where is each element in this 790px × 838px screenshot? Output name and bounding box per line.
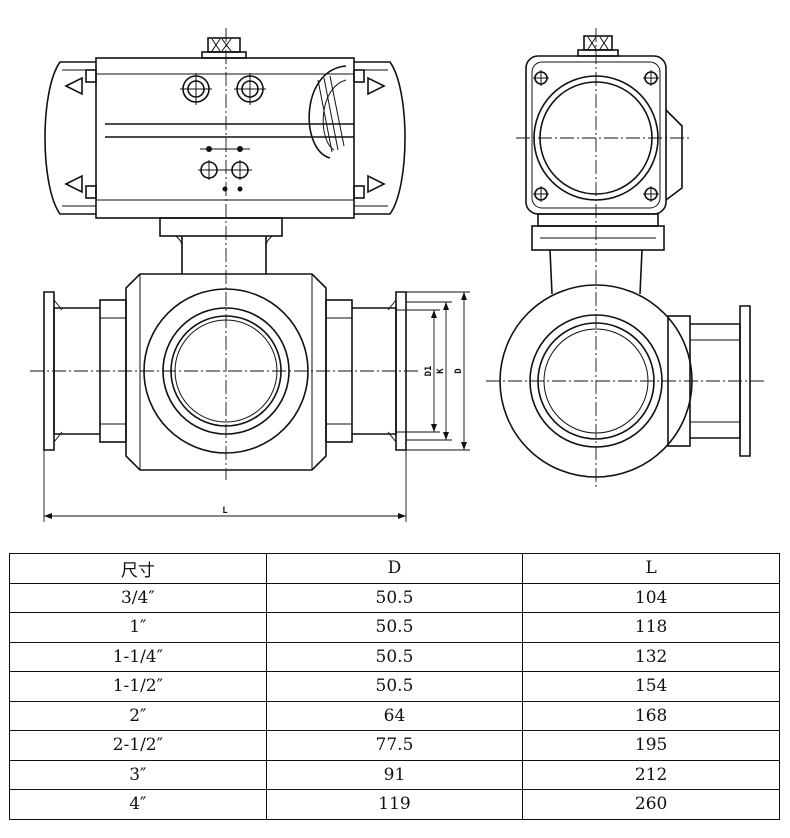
cell-d: 50.5 (265, 612, 524, 643)
cell-d: 50.5 (265, 582, 524, 613)
table-row: 2″ 64 168 (9, 700, 780, 731)
cell-size: 2″ (9, 700, 267, 731)
front-bracket-neck (159, 217, 283, 274)
front-end-cap-right (353, 61, 406, 215)
cell-size: 1-1/4″ (9, 641, 267, 672)
front-centerlines (30, 28, 420, 480)
cell-d: 50.5 (265, 641, 524, 672)
side-actuator-body (516, 55, 690, 215)
table-row: 1-1/4″ 50.5 132 (9, 641, 780, 672)
side-bracket (531, 213, 665, 295)
front-dimensions (43, 291, 470, 522)
front-end-cap-left (44, 61, 97, 215)
table-header-row: 尺寸 D L (9, 553, 780, 584)
front-air-ports (180, 73, 266, 105)
side-indicator-nut (577, 35, 619, 57)
table-row: 2-1/2″ 77.5 195 (9, 730, 780, 761)
front-view: D1 K D L (30, 28, 470, 522)
dimension-table: 尺寸 D L 3/4″ 50.5 104 1″ 50.5 118 1-1/4″ … (9, 553, 780, 820)
cell-d: 91 (265, 759, 524, 790)
dimension-label-k: K (436, 368, 446, 374)
front-namur-pattern (198, 146, 252, 192)
side-centerlines (486, 28, 766, 488)
cell-l: 154 (522, 671, 780, 702)
dimension-label-d1: D1 (424, 366, 434, 377)
front-indicator-nut (201, 37, 247, 59)
column-header-size: 尺寸 (9, 553, 267, 584)
table-row: 1″ 50.5 118 (9, 612, 780, 643)
front-actuator-body (95, 57, 355, 219)
table-row: 4″ 119 260 (9, 789, 780, 820)
cell-l: 132 (522, 641, 780, 672)
table-row: 3″ 91 212 (9, 759, 780, 790)
cell-size: 4″ (9, 789, 267, 820)
dimension-label-l: L (222, 506, 228, 516)
dimension-label-d: D (454, 368, 464, 374)
column-header-l: L (522, 553, 780, 584)
cell-size: 1-1/2″ (9, 671, 267, 702)
cell-l: 260 (522, 789, 780, 820)
side-view (486, 28, 766, 488)
cell-l: 118 (522, 612, 780, 643)
cell-d: 64 (265, 700, 524, 731)
cell-size: 3/4″ (9, 582, 267, 613)
cell-d: 119 (265, 789, 524, 820)
valve-technical-drawing: D1 K D L (30, 28, 766, 522)
column-header-d: D (265, 553, 524, 584)
cell-l: 195 (522, 730, 780, 761)
cell-d: 50.5 (265, 671, 524, 702)
cell-size: 3″ (9, 759, 267, 790)
cell-size: 2-1/2″ (9, 730, 267, 761)
table-row: 3/4″ 50.5 104 (9, 582, 780, 613)
cell-l: 212 (522, 759, 780, 790)
cell-size: 1″ (9, 612, 267, 643)
table-row: 1-1/2″ 50.5 154 (9, 671, 780, 702)
cell-l: 104 (522, 582, 780, 613)
cell-l: 168 (522, 700, 780, 731)
cell-d: 77.5 (265, 730, 524, 761)
